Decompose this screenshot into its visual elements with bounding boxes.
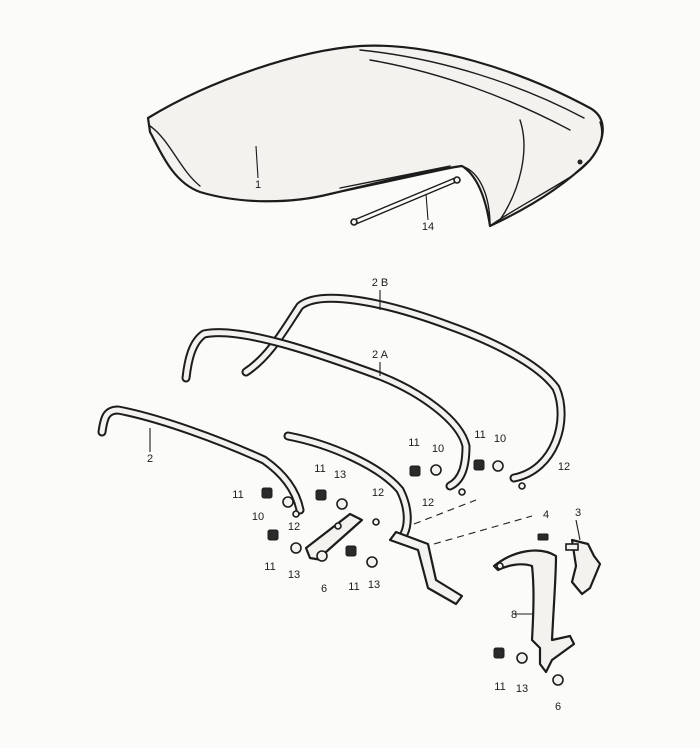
center-linkage (388, 499, 533, 606)
fastener-cluster-left (261, 487, 380, 568)
bow-2a (181, 328, 471, 491)
callout-nut-1: 13 (334, 469, 346, 481)
callout-hardtop: 1 (255, 179, 261, 191)
callout-bolt: 4 (543, 509, 549, 521)
callout-bow-2: 2 (147, 453, 153, 465)
fastener-cluster-bottom (493, 533, 564, 686)
callout-screw-2: 11 (474, 429, 485, 441)
callout-screw-5: 11 (264, 561, 275, 573)
callout-latch: 3 (575, 507, 581, 519)
callout-bow-2a: 2 A (372, 349, 389, 361)
callout-washer-5: 12 (288, 521, 300, 533)
callout-screw-7: 11 (494, 681, 505, 693)
center-bow (283, 431, 412, 539)
fastener-cluster-right (409, 459, 526, 496)
callout-cable: 14 (422, 221, 434, 233)
bow-2b (241, 293, 566, 483)
callout-screw-1: 11 (408, 437, 419, 449)
callout-nut-4: 13 (368, 579, 380, 591)
bracket-8 (492, 549, 576, 674)
callout-bow-2b: 2 B (372, 277, 389, 289)
callout-bracket: 8 (511, 609, 517, 621)
callout-screw-3: 11 (314, 463, 325, 475)
callout-nut-5: 13 (516, 683, 528, 695)
callout-washer-7: 12 (422, 497, 434, 509)
hardtop-roof (146, 44, 604, 228)
cable (350, 176, 461, 226)
callout-washer-1: 10 (432, 443, 444, 455)
callout-washer-6: 12 (372, 487, 384, 499)
callout-screw-4: 11 (232, 489, 243, 501)
callout-washer-4: 10 (252, 511, 264, 523)
callout-washer-2: 10 (494, 433, 506, 445)
callout-nut-3: 6 (321, 583, 327, 595)
latch-3 (565, 538, 602, 596)
callout-nut-6: 6 (555, 701, 561, 713)
callout-nut-2: 13 (288, 569, 300, 581)
bow-2 (97, 405, 305, 515)
callout-screw-6: 11 (348, 581, 359, 593)
callout-washer-3: 12 (558, 461, 570, 473)
